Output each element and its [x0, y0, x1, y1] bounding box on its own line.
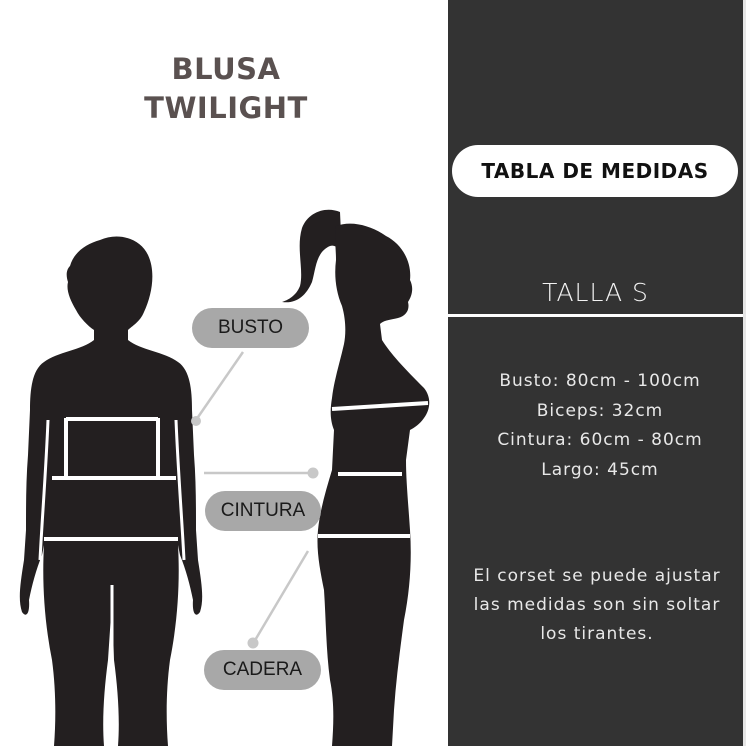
side-measure-bands	[318, 401, 429, 538]
label-cadera: CADERA	[204, 650, 321, 690]
side-silhouette-icon	[282, 209, 430, 746]
measurements-list: Busto: 80cm - 100cm Biceps: 32cm Cintura…	[455, 367, 745, 485]
right-edge	[743, 0, 746, 746]
note-line: las medidas son sin soltar	[473, 595, 721, 615]
size-chart-heading-text: TABLA DE MEDIDAS	[481, 159, 709, 183]
product-title-line1: BLUSA	[171, 52, 281, 86]
label-cintura: CINTURA	[205, 491, 321, 531]
front-measure-bands	[44, 417, 178, 541]
note-line: El corset se puede ajustar	[473, 566, 721, 586]
guide-lines	[191, 351, 319, 649]
measurement-bust: Busto: 80cm - 100cm	[499, 371, 701, 391]
size-chart-heading: TABLA DE MEDIDAS	[452, 145, 738, 197]
measurement-waist: Cintura: 60cm - 80cm	[497, 430, 703, 450]
note-line: los tirantes.	[540, 624, 654, 644]
section-divider	[448, 314, 746, 317]
diagram-panel: BLUSA TWILIGHT	[19, 50, 430, 746]
front-silhouette-icon	[19, 236, 203, 746]
body-silhouettes-illustration	[19, 209, 430, 746]
label-busto: BUSTO	[192, 308, 309, 348]
measurement-biceps: Biceps: 32cm	[536, 400, 664, 421]
size-label: TALLA S	[542, 278, 649, 307]
size-details-panel	[448, 317, 743, 746]
measurement-length: Largo: 45cm	[541, 459, 659, 480]
adjustment-note: El corset se puede ajustar las medidas s…	[448, 562, 746, 649]
product-title-line2: TWILIGHT	[144, 91, 308, 125]
product-title: BLUSA TWILIGHT	[100, 50, 352, 128]
